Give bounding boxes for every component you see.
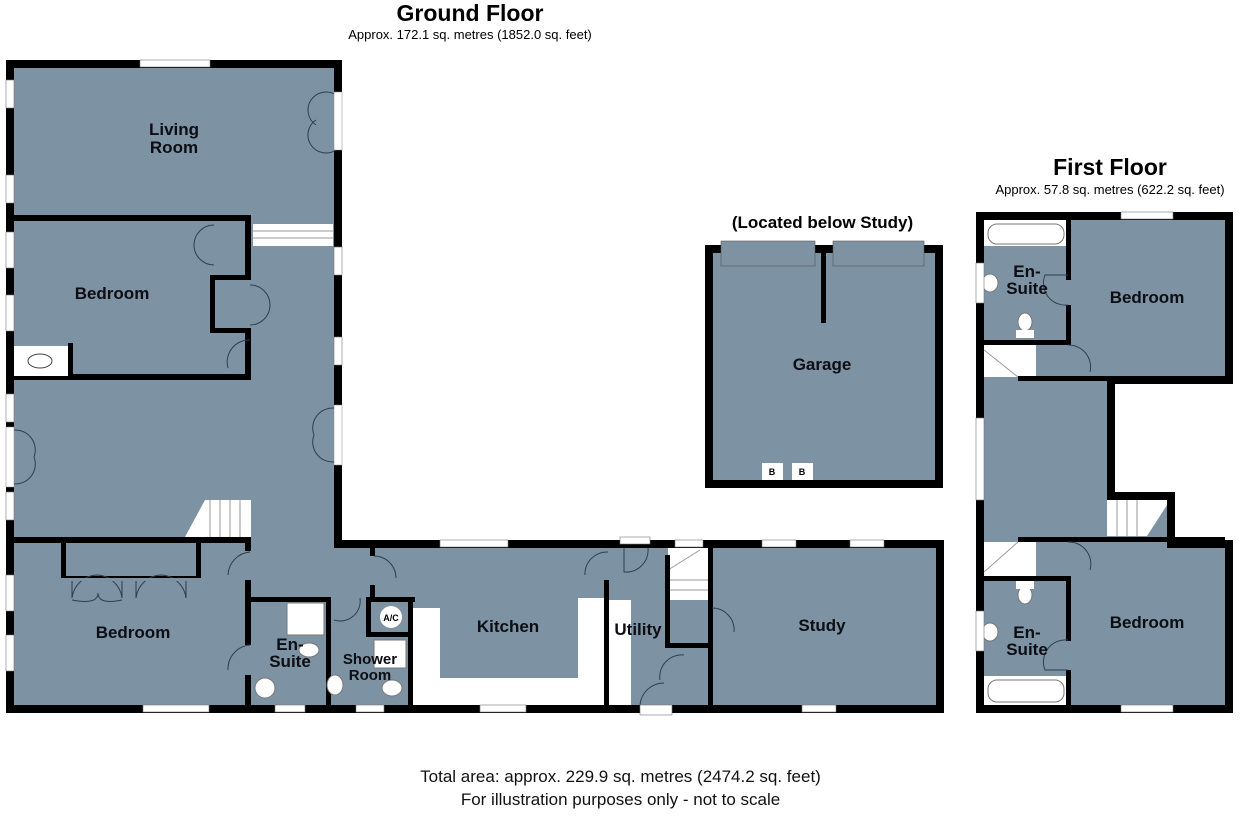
utility-label: Utility bbox=[614, 620, 662, 639]
total-area-text: Total area: approx. 229.9 sq. metres (24… bbox=[420, 767, 821, 786]
garage-plan: B B Garage bbox=[705, 240, 943, 488]
en-suite-label: En-Suite bbox=[269, 635, 311, 671]
boiler-label-1: B bbox=[769, 467, 776, 477]
first-floor-plan: En-Suite Bedroom En-Suite Bedroom bbox=[975, 211, 1233, 713]
ground-floor-area: Approx. 172.1 sq. metres (1852.0 sq. fee… bbox=[348, 27, 592, 42]
en-suite-lower-label: En-Suite bbox=[1006, 623, 1048, 659]
study-label: Study bbox=[798, 616, 846, 635]
ac-unit-label: A/C bbox=[383, 613, 399, 623]
bedroom-lower-label: Bedroom bbox=[1110, 613, 1185, 632]
bedroom-1-label: Bedroom bbox=[75, 284, 150, 303]
kitchen-label: Kitchen bbox=[477, 617, 539, 636]
garage-caption: (Located below Study) bbox=[731, 213, 914, 232]
bedroom-upper-label: Bedroom bbox=[1110, 288, 1185, 307]
en-suite-upper-label: En-Suite bbox=[1006, 262, 1048, 298]
first-floor-area: Approx. 57.8 sq. metres (622.2 sq. feet) bbox=[995, 182, 1225, 197]
bedroom-2-label: Bedroom bbox=[96, 623, 171, 642]
ground-floor-title: Ground Floor bbox=[396, 0, 544, 26]
disclaimer-text: For illustration purposes only - not to … bbox=[460, 790, 781, 809]
first-floor-title: First Floor bbox=[1053, 154, 1167, 180]
garage-label: Garage bbox=[793, 355, 852, 374]
boiler-label-2: B bbox=[799, 467, 806, 477]
